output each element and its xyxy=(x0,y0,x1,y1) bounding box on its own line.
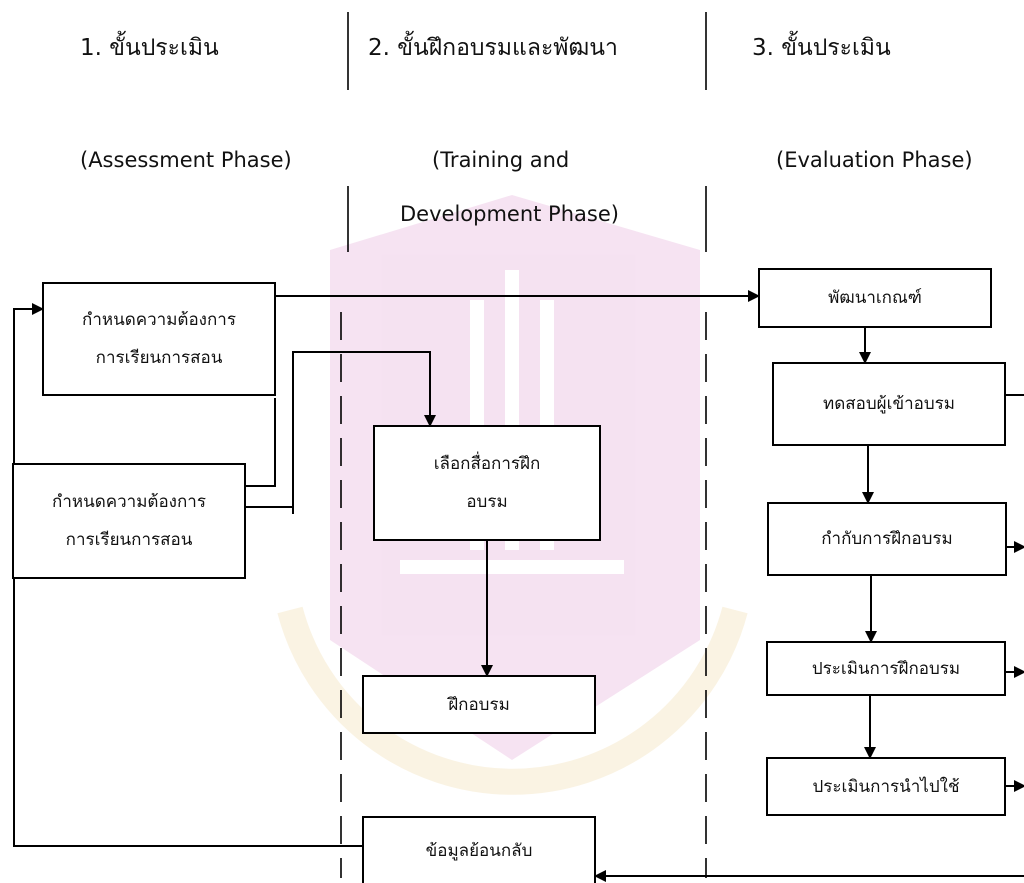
box-monitor-label: กำกับการฝึกอบรม xyxy=(821,529,953,549)
box-evaluate-use: ประเมินการนำไปใช้ xyxy=(766,757,1006,816)
box-pretest: ทดสอบผู้เข้าอบรม xyxy=(772,362,1006,446)
phase-3-title: 3. ขั้นประเมิน xyxy=(752,35,891,61)
connector-needs-2-up xyxy=(246,398,276,487)
box-train: ฝึกอบรม xyxy=(362,675,596,734)
box-select-media-line-2: อบรม xyxy=(466,492,508,512)
box-evaluate-use-label: ประเมินการนำไปใช้ xyxy=(812,776,960,797)
box-needs-2-line-1: กำหนดความต้องการ xyxy=(52,492,206,512)
arrow-needs-to-select-media xyxy=(246,351,436,508)
box-needs-2: กำหนดความต้องการ การเรียนการสอน xyxy=(12,463,246,579)
phase-2-title: 2. ขั้นฝึกอบรมและพัฒนา xyxy=(368,35,618,61)
box-monitor: กำกับการฝึกอบรม xyxy=(767,502,1007,576)
box-evaluate-training-label: ประเมินการฝึกอบรม xyxy=(811,658,961,679)
box-select-media: เลือกสื่อการฝึก อบรม xyxy=(373,425,601,541)
box-evaluate-training: ประเมินการฝึกอบรม xyxy=(766,641,1006,696)
phase-1-subtitle: (Assessment Phase) xyxy=(80,148,292,172)
box-needs-1-line-2: การเรียนการสอน xyxy=(95,348,223,368)
box-select-media-line-1: เลือกสื่อการฝึก xyxy=(433,454,541,474)
box-needs-1: กำหนดความต้องการ การเรียนการสอน xyxy=(42,282,276,396)
phase-3-subtitle: (Evaluation Phase) xyxy=(776,148,973,172)
box-develop-criteria: พัฒนาเกณฑ์ xyxy=(758,268,992,328)
phase-2-subtitle-line-2: Development Phase) xyxy=(400,202,619,226)
phase-2-subtitle-line-1: (Training and xyxy=(432,148,570,172)
phase-1-title: 1. ขั้นประเมิน xyxy=(80,35,219,61)
box-feedback: ข้อมูลย้อนกลับ xyxy=(362,816,596,883)
box-needs-2-line-2: การเรียนการสอน xyxy=(65,530,193,550)
box-develop-criteria-label: พัฒนาเกณฑ์ xyxy=(828,288,922,308)
box-pretest-label: ทดสอบผู้เข้าอบรม xyxy=(823,394,955,414)
box-needs-1-line-1: กำหนดความต้องการ xyxy=(82,310,236,330)
box-feedback-label: ข้อมูลย้อนกลับ xyxy=(425,840,533,861)
box-train-label: ฝึกอบรม xyxy=(448,694,510,715)
